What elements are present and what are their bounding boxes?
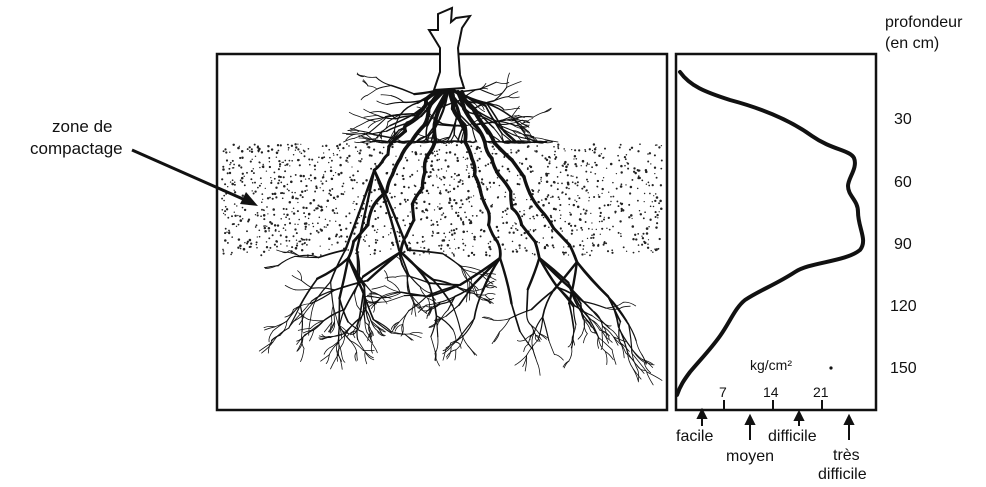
annotation-arrowhead: [240, 192, 258, 206]
resistance-tick-label-21: 21: [813, 384, 829, 400]
compaction-zone-annotation: zone de compactage: [30, 117, 258, 206]
difficulty-label-tres-difficile: difficile: [818, 466, 867, 483]
difficulty-label-facile: facile: [676, 428, 713, 445]
depth-axis-title-line-2: (en cm): [885, 35, 939, 52]
difficulty-label-difficile: difficile: [768, 428, 817, 445]
depth-tick-90: 90: [894, 236, 912, 253]
depth-axis-title-line-1: profondeur: [885, 14, 963, 31]
resistance-axis-ticks: [724, 400, 822, 410]
depth-tick-150: 150: [890, 360, 917, 377]
compaction-zone-band: [221, 143, 663, 257]
depth-tick-30: 30: [894, 111, 912, 128]
annotation-arrow-shaft: [132, 150, 252, 203]
resistance-curve: [677, 72, 863, 395]
soil-profile-panel: [217, 8, 667, 410]
plant-stem: [429, 8, 470, 90]
resistance-profile-panel: kg/cm² 7 14 21: [676, 54, 876, 410]
annotation-line-1: zone de: [52, 117, 113, 136]
annotation-line-2: compactage: [30, 139, 123, 158]
resistance-tick-label-14: 14: [763, 384, 779, 400]
dot-mark: [829, 366, 832, 369]
resistance-tick-label-7: 7: [719, 384, 727, 400]
depth-axis: profondeur (en cm) 30 60 90 120 150: [885, 14, 963, 377]
difficulty-label-tres: très: [833, 447, 860, 464]
difficulty-label-moyen: moyen: [726, 448, 774, 465]
depth-tick-120: 120: [890, 298, 917, 315]
resistance-unit-label: kg/cm²: [750, 357, 792, 373]
depth-tick-60: 60: [894, 174, 912, 191]
